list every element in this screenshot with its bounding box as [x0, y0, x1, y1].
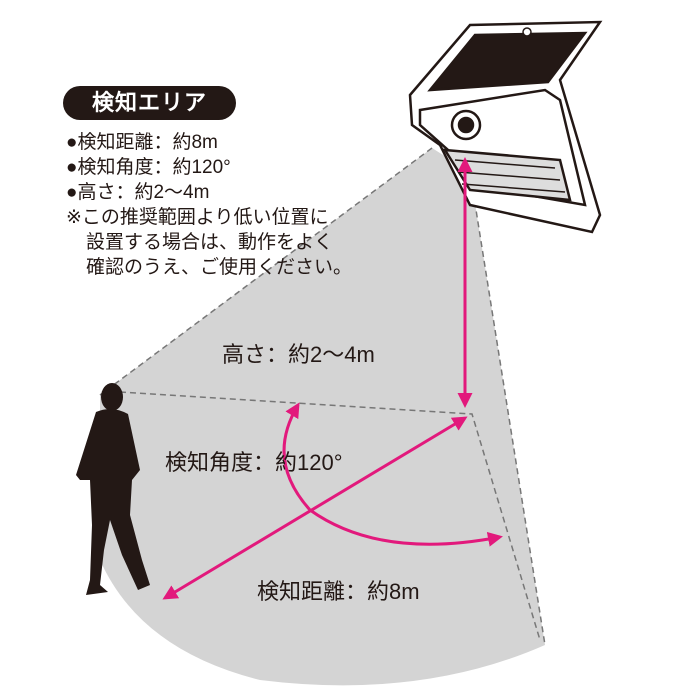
solar-light-device-icon [408, 20, 603, 234]
distance-label: 検知距離：約8m [257, 579, 420, 604]
note-line: 設置する場合は、動作をよく [86, 232, 334, 253]
note-line: ※この推奨範囲より低い位置に [66, 207, 329, 228]
spec-distance: ●検知距離：約8m [66, 132, 218, 153]
angle-arc-arrow [282, 402, 503, 547]
spec-angle: ●検知角度：約120° [66, 157, 231, 178]
person-icon [76, 383, 150, 595]
section-title: 検知エリア [63, 86, 236, 120]
angle-label: 検知角度：約120° [165, 450, 343, 475]
height-label: 高さ：約2〜4m [222, 342, 375, 367]
cone-edge-dashed [99, 147, 546, 646]
spec-height: ●高さ：約2〜4m [66, 182, 210, 203]
note-line: 確認のうえ、ご使用ください。 [86, 257, 353, 278]
spec-list: ●検知距離：約8m ●検知角度：約120° ●高さ：約2〜4m ※この推奨範囲よ… [66, 130, 352, 280]
